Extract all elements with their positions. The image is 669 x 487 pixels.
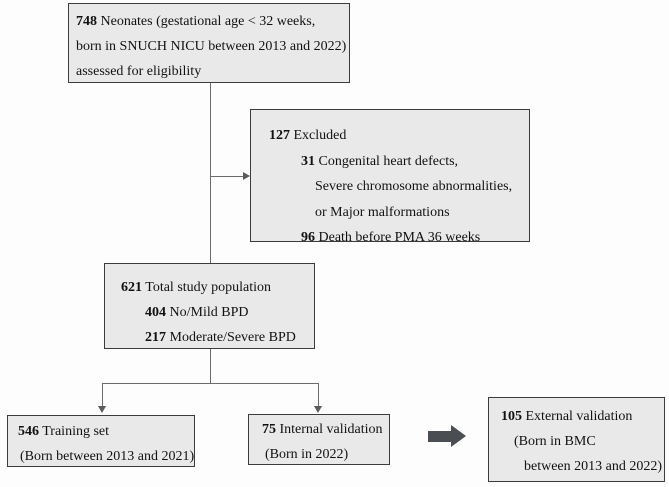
- arrowhead-down-icon: [314, 406, 322, 413]
- line-text: Internal validation: [276, 422, 383, 437]
- stat-number: 217: [145, 330, 166, 345]
- text-line: (Born in BMC: [489, 429, 664, 454]
- connector-split-bar: [102, 383, 319, 384]
- arrowhead-down-icon: [98, 406, 106, 413]
- stat-number: 105: [501, 409, 522, 424]
- line-text: (Born between 2013 and 2021): [20, 449, 195, 464]
- line-text: (Born in BMC: [514, 434, 596, 449]
- text-line: 546 Training set: [8, 419, 194, 444]
- line-text: between 2013 and 2022): [524, 459, 663, 474]
- arrowhead-right-icon: [243, 172, 250, 180]
- text-line: 404 No/Mild BPD: [105, 300, 314, 325]
- connector-to-training: [102, 383, 103, 407]
- connector-population-stem: [210, 349, 211, 383]
- stat-number: 75: [262, 422, 276, 437]
- text-line: 105 External validation: [489, 404, 664, 429]
- line-text: Severe chromosome abnormalities,: [315, 179, 513, 194]
- text-line: 748 Neonates (gestational age < 32 weeks…: [69, 9, 349, 34]
- text-line: 96 Death before PMA 36 weeks: [251, 225, 529, 251]
- external-validation-box: 105 External validation (Born in BMC bet…: [488, 397, 665, 482]
- stat-number: 31: [301, 153, 315, 169]
- line-text: Total study population: [142, 280, 272, 295]
- line-text: born in SNUCH NICU between 2013 and 2022…: [76, 39, 347, 54]
- stat-number: 546: [18, 424, 39, 439]
- connector-to-excluded: [210, 176, 244, 177]
- line-text: (Born in 2022): [265, 447, 349, 462]
- text-line: or Major malformations: [251, 200, 529, 226]
- stat-number: 127: [269, 128, 290, 143]
- total-population-box: 621 Total study population 404 No/Mild B…: [104, 263, 315, 349]
- text-line: (Born in 2022): [249, 442, 389, 467]
- line-text: assessed for eligibility: [76, 64, 202, 79]
- line-text: Training set: [39, 424, 110, 439]
- training-set-box: 546 Training set (Born between 2013 and …: [7, 415, 195, 467]
- line-text: Congenital heart defects,: [315, 153, 459, 169]
- line-text: Death before PMA 36 weeks: [315, 230, 481, 245]
- text-line: assessed for eligibility: [69, 59, 349, 84]
- stat-number: 96: [301, 230, 315, 245]
- text-line: 75 Internal validation: [249, 417, 389, 442]
- connector-to-internal: [318, 383, 319, 407]
- text-line: 217 Moderate/Severe BPD: [105, 325, 314, 350]
- internal-validation-box: 75 Internal validation (Born in 2022): [248, 414, 390, 465]
- line-text: External validation: [522, 409, 633, 424]
- text-line: (Born between 2013 and 2021): [8, 444, 194, 469]
- line-text: Excluded: [290, 128, 347, 143]
- line-text: Moderate/Severe BPD: [166, 330, 296, 345]
- line-text: Neonates (gestational age < 32 weeks,: [97, 14, 316, 29]
- stat-number: 748: [76, 14, 97, 29]
- block-arrow-icon: [428, 431, 451, 442]
- text-line: Severe chromosome abnormalities,: [251, 174, 529, 200]
- block-arrow-head-icon: [451, 425, 466, 447]
- connector-eligibility-to-population: [210, 83, 211, 263]
- stat-number: 621: [121, 280, 142, 295]
- line-text: No/Mild BPD: [166, 305, 249, 320]
- text-line: born in SNUCH NICU between 2013 and 2022…: [69, 34, 349, 59]
- text-line: 31 Congenital heart defects,: [251, 149, 529, 175]
- eligibility-box: 748 Neonates (gestational age < 32 weeks…: [68, 3, 350, 83]
- text-line: 621 Total study population: [105, 275, 314, 300]
- excluded-box: 127 Excluded 31 Congenital heart defects…: [250, 109, 530, 245]
- text-line: 127 Excluded: [251, 123, 529, 149]
- stat-number: 404: [145, 305, 166, 320]
- text-line: between 2013 and 2022): [489, 454, 664, 479]
- line-text: or Major malformations: [315, 204, 450, 220]
